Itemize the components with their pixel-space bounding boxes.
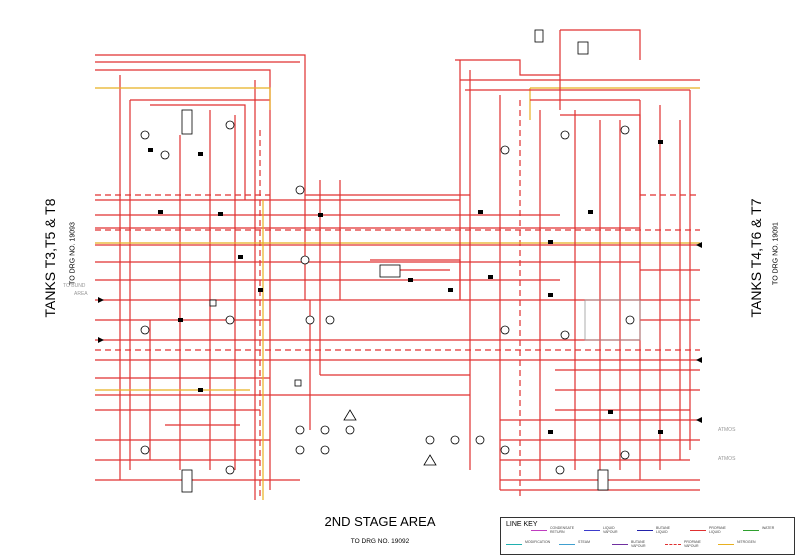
- key-item-propane-vapour: PROPANE VAPOUR: [665, 540, 709, 550]
- right-tanks-title: TANKS T4,T6 & T7: [748, 198, 764, 318]
- right-drawing-reference: TO DRG NO. 19091: [772, 222, 780, 285]
- atmos-label-2: ATMOS: [718, 456, 736, 462]
- key-label: LIQUID VAPOUR: [603, 526, 618, 534]
- key-item-butane-liquid: BUTANE LIQUID: [637, 526, 681, 536]
- flow-arrows: [98, 242, 702, 423]
- key-label: NITROGEN: [737, 540, 756, 544]
- bund-area-label: AREA: [74, 291, 88, 297]
- key-label: MODIFICATION: [525, 540, 551, 544]
- key-item-modification: MODIFICATION: [506, 540, 550, 550]
- nitrogen-lines: [95, 87, 700, 500]
- bottom-area-title: 2ND STAGE AREA: [324, 514, 436, 529]
- key-label: PROPANE LIQUID: [709, 526, 726, 534]
- right-tanks-section: [455, 29, 700, 491]
- key-item-butane-vapour: BUTANE VAPOUR: [612, 540, 656, 550]
- key-item-condensate-return: CONDENSATE RETURN: [531, 526, 575, 536]
- key-swatch: [743, 530, 759, 531]
- key-swatch: [531, 530, 547, 531]
- key-swatch: [718, 544, 734, 545]
- key-swatch: [637, 530, 653, 531]
- key-item-liquid-vapour: LIQUID VAPOUR: [584, 526, 628, 536]
- key-label: PROPANE VAPOUR: [684, 540, 701, 548]
- key-swatch: [559, 544, 575, 545]
- key-item-propane-liquid: PROPANE LIQUID: [690, 526, 734, 536]
- key-label: STEAM: [578, 540, 591, 544]
- key-swatch: [690, 530, 706, 531]
- key-swatch: [584, 530, 600, 531]
- key-label: BUTANE LIQUID: [656, 526, 670, 534]
- key-swatch: [665, 544, 681, 545]
- bund-label: TO BUND: [63, 283, 86, 289]
- line-key: LINE KEY CONDENSATE RETURN LIQUID VAPOUR…: [500, 517, 795, 555]
- key-item-nitrogen: NITROGEN: [718, 540, 762, 550]
- bottom-drawing-reference: TO DRG NO. 19092: [350, 538, 410, 545]
- gray-box: [584, 299, 641, 341]
- key-swatch: [506, 544, 522, 545]
- key-label: BUTANE VAPOUR: [631, 540, 646, 548]
- dashed-lines: [95, 100, 700, 500]
- key-item-water: WATER: [743, 526, 787, 536]
- equipment-symbols: [140, 29, 635, 493]
- key-label: WATER: [762, 526, 775, 530]
- left-tanks-title: TANKS T3,T5 & T8: [42, 198, 58, 318]
- key-label: CONDENSATE RETURN: [550, 526, 575, 534]
- line-key-title: LINE KEY: [506, 521, 538, 528]
- valves: [148, 140, 663, 434]
- key-swatch: [612, 544, 628, 545]
- atmos-label-1: ATMOS: [718, 427, 736, 433]
- key-item-steam: STEAM: [559, 540, 603, 550]
